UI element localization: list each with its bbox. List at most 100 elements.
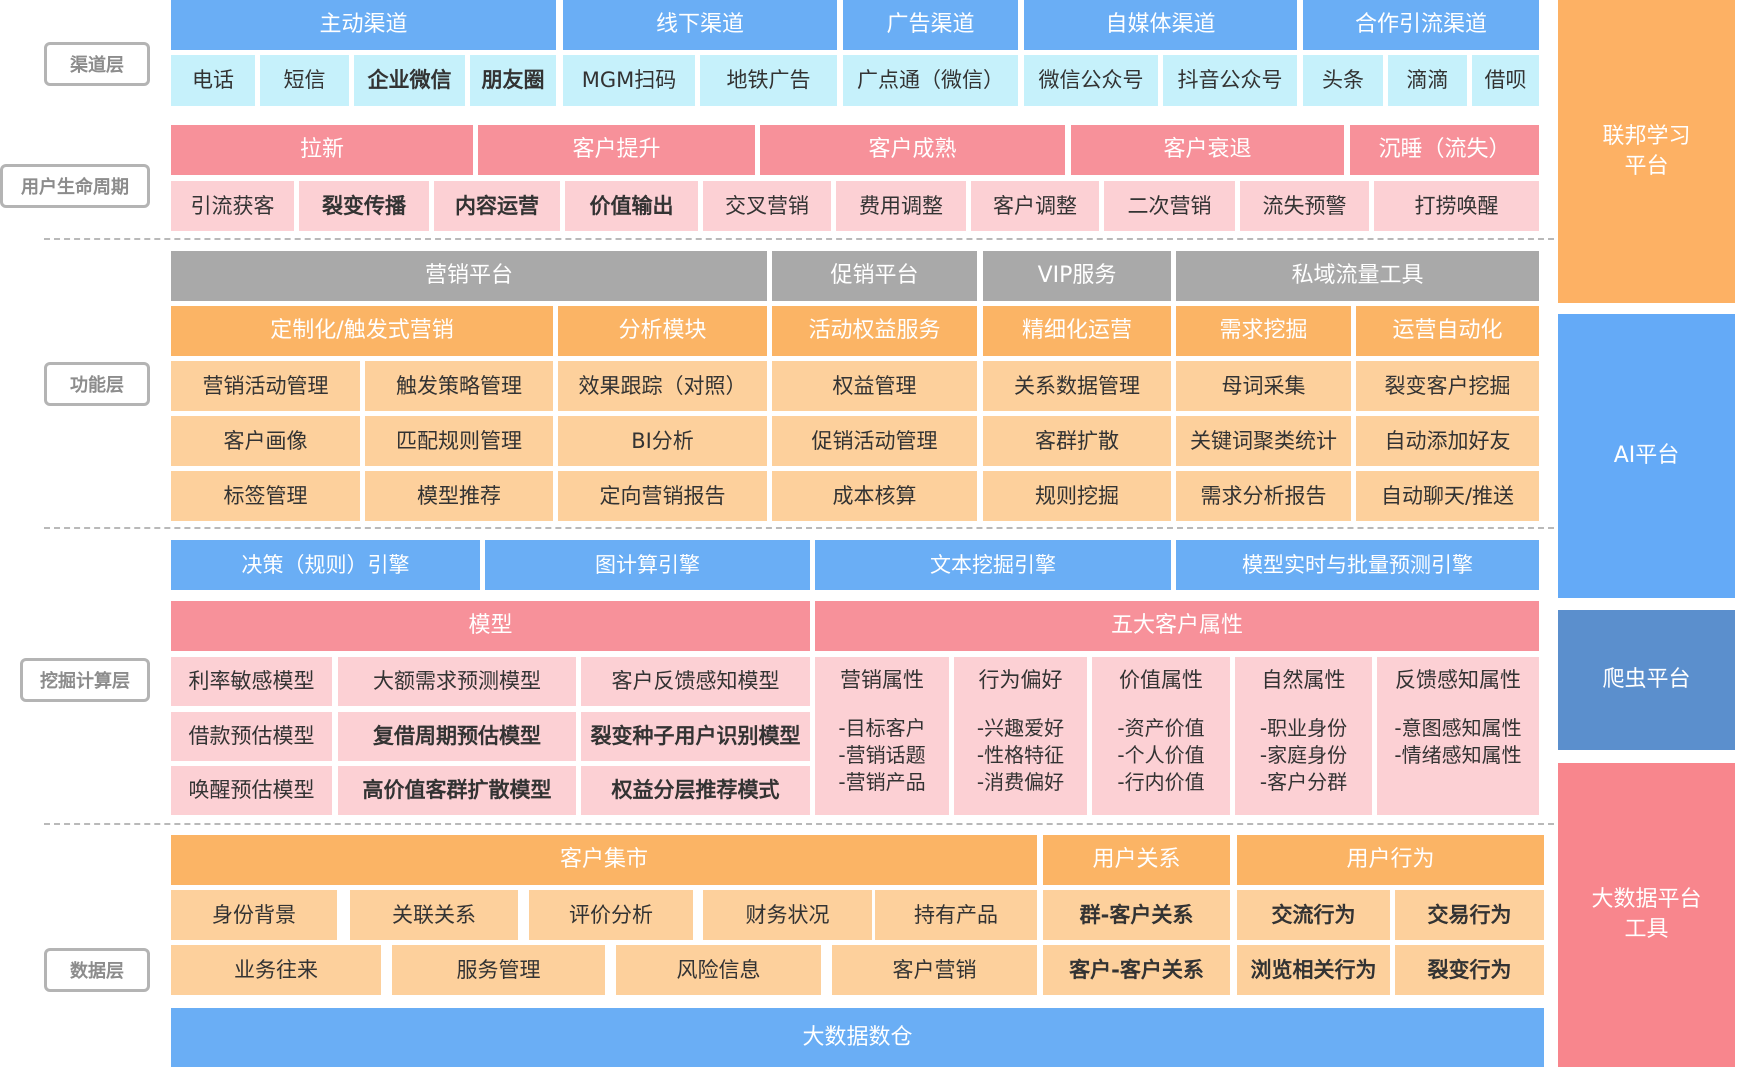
channel-item-mgm: MGM扫码	[563, 55, 695, 106]
platform-bigdata-tools: 大数据平台 工具	[1558, 763, 1735, 1067]
model-cell: 权益分层推荐模式	[581, 766, 810, 815]
attribute-title: 行为偏好	[978, 668, 1063, 692]
channel-item-didi: 滴滴	[1388, 55, 1467, 106]
function-cell: BI分析	[558, 416, 767, 466]
model-cell: 客户反馈感知模型	[581, 657, 810, 706]
attribute-line: -家庭身份	[1259, 743, 1348, 768]
layer-label-mining: 挖掘计算层	[20, 658, 150, 702]
function-cell: 自动添加好友	[1356, 416, 1539, 466]
function-cell: 效果跟踪（对照）	[558, 361, 767, 411]
function-sub-rights: 活动权益服务	[772, 306, 977, 356]
lifecycle-item-3: 内容运营	[434, 181, 560, 231]
engine-graph: 图计算引擎	[485, 540, 810, 590]
channel-item-toutiao: 头条	[1303, 55, 1383, 106]
data-cell: 身份背景	[171, 890, 337, 940]
data-cell: 财务状况	[703, 890, 872, 940]
data-cell: 关联关系	[350, 890, 518, 940]
function-cell: 成本核算	[772, 471, 977, 521]
channel-header-selfmedia: 自媒体渠道	[1024, 0, 1297, 50]
separator-1	[44, 238, 1554, 240]
lifecycle-item-7: 客户调整	[971, 181, 1099, 231]
data-cell: 浏览相关行为	[1237, 945, 1390, 995]
channel-item-gdt: 广点通（微信）	[843, 55, 1018, 106]
channel-item-jiebei: 借呗	[1472, 55, 1539, 106]
function-cell: 标签管理	[171, 471, 360, 521]
engine-predict: 模型实时与批量预测引擎	[1176, 540, 1539, 590]
lifecycle-item-4: 价值输出	[565, 181, 698, 231]
attribute-column-value: 价值属性 -资产价值 -个人价值 -行内价值	[1092, 657, 1230, 815]
function-cell: 营销活动管理	[171, 361, 360, 411]
lifecycle-item-8: 二次营销	[1104, 181, 1235, 231]
model-cell: 借款预估模型	[171, 712, 332, 761]
function-cell: 匹配规则管理	[365, 416, 553, 466]
data-header-relations: 用户关系	[1043, 835, 1230, 885]
model-cell: 大额需求预测模型	[338, 657, 576, 706]
data-cell: 交易行为	[1395, 890, 1544, 940]
function-cell: 触发策略管理	[365, 361, 553, 411]
attribute-line: -性格特征	[976, 743, 1065, 768]
data-cell: 服务管理	[392, 945, 605, 995]
lifecycle-header-decline: 客户衰退	[1071, 125, 1344, 175]
model-cell: 唤醒预估模型	[171, 766, 332, 815]
function-cell: 规则挖掘	[983, 471, 1171, 521]
data-cell: 风险信息	[616, 945, 821, 995]
attribute-title: 自然属性	[1261, 668, 1346, 692]
attribute-line: -消费偏好	[976, 770, 1065, 795]
data-cell: 评价分析	[529, 890, 693, 940]
channel-item-sms: 短信	[260, 55, 349, 106]
lifecycle-item-10: 打捞唤醒	[1374, 181, 1539, 231]
lifecycle-header-dormant: 沉睡（流失）	[1350, 125, 1539, 175]
attribute-line: -情绪感知属性	[1394, 743, 1522, 768]
function-cell: 客户画像	[171, 416, 360, 466]
function-sub-automation: 运营自动化	[1356, 306, 1539, 356]
attribute-header: 五大客户属性	[815, 601, 1539, 651]
function-cell: 需求分析报告	[1176, 471, 1351, 521]
platform-crawler: 爬虫平台	[1558, 610, 1735, 750]
channel-header-offline: 线下渠道	[563, 0, 837, 50]
lifecycle-header-acquire: 拉新	[171, 125, 473, 175]
lifecycle-header-mature: 客户成熟	[760, 125, 1065, 175]
model-cell: 复借周期预估模型	[338, 712, 576, 761]
attribute-line: -意图感知属性	[1394, 716, 1522, 741]
function-cell: 关键词聚类统计	[1176, 416, 1351, 466]
function-cell: 权益管理	[772, 361, 977, 411]
channel-item-subway: 地铁广告	[700, 55, 837, 106]
attribute-line: -营销话题	[838, 743, 926, 768]
data-header-customer-mart: 客户集市	[171, 835, 1037, 885]
function-cell: 母词采集	[1176, 361, 1351, 411]
layer-label-lifecycle: 用户生命周期	[0, 164, 150, 208]
function-cell: 定向营销报告	[558, 471, 767, 521]
function-cell: 裂变客户挖掘	[1356, 361, 1539, 411]
function-header-vip: VIP服务	[983, 251, 1171, 301]
data-warehouse: 大数据数仓	[171, 1008, 1544, 1067]
function-sub-custom: 定制化/触发式营销	[171, 306, 553, 356]
data-cell: 持有产品	[875, 890, 1037, 940]
lifecycle-header-promote: 客户提升	[478, 125, 755, 175]
platform-federated-learning: 联邦学习 平台	[1558, 0, 1735, 303]
lifecycle-item-9: 流失预警	[1240, 181, 1369, 231]
attribute-line: -资产价值	[1117, 716, 1205, 741]
attribute-title: 反馈感知属性	[1395, 668, 1521, 692]
layer-label-data: 数据层	[44, 948, 150, 992]
function-sub-analysis: 分析模块	[558, 306, 767, 356]
attribute-title: 价值属性	[1119, 668, 1203, 692]
layer-label-function: 功能层	[44, 362, 150, 406]
attribute-line: -客户分群	[1259, 770, 1348, 795]
lifecycle-item-6: 费用调整	[836, 181, 966, 231]
attribute-column-marketing: 营销属性 -目标客户 -营销话题 -营销产品	[815, 657, 949, 815]
function-cell: 客群扩散	[983, 416, 1171, 466]
lifecycle-item-1: 引流获客	[171, 181, 294, 231]
model-header: 模型	[171, 601, 810, 651]
channel-item-phone: 电话	[171, 55, 255, 106]
attribute-column-natural: 自然属性 -职业身份 -家庭身份 -客户分群	[1235, 657, 1372, 815]
attribute-line: -营销产品	[838, 770, 926, 795]
data-cell: 客户营销	[832, 945, 1037, 995]
model-cell: 裂变种子用户识别模型	[581, 712, 810, 761]
function-sub-refined: 精细化运营	[983, 306, 1171, 356]
data-cell: 交流行为	[1237, 890, 1390, 940]
data-header-behavior: 用户行为	[1237, 835, 1544, 885]
function-cell: 促销活动管理	[772, 416, 977, 466]
attribute-line: -兴趣爱好	[976, 716, 1065, 741]
attribute-line: -职业身份	[1259, 716, 1348, 741]
channel-item-douyin: 抖音公众号	[1163, 55, 1297, 106]
